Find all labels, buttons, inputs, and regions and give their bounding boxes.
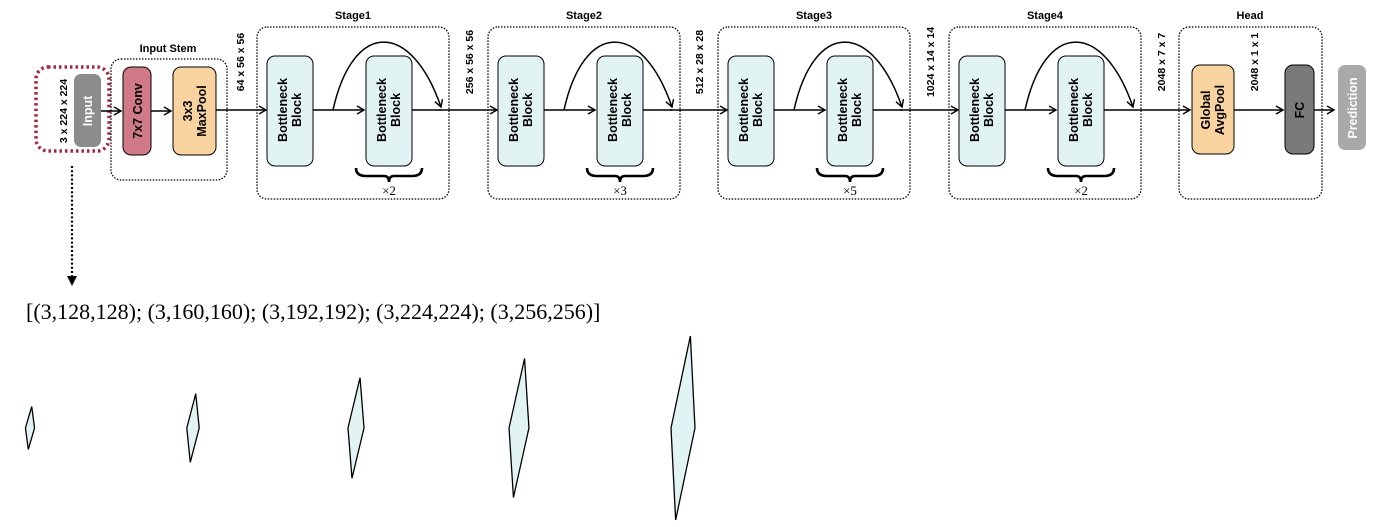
block-label-2: Block [620, 93, 634, 127]
repeat-count: ×2 [1074, 183, 1088, 198]
block-label-2: Block [1081, 93, 1095, 127]
bottleneck-block [266, 55, 314, 167]
stage-frame [256, 26, 450, 200]
resolution-diamonds [24, 335, 696, 521]
resolution-diamond-224 [508, 358, 530, 498]
block-label-1: Bottleneck [836, 78, 850, 142]
input-group: Input 3 x 224 x 224 [34, 65, 111, 153]
head: Head Global AvgPool 2048 x 1 x 1 FC Pred… [1178, 10, 1366, 200]
block-label-2: Block [521, 93, 535, 127]
bottleneck-block-repeated [596, 55, 644, 167]
head-mid-dims: 2048 x 1 x 1 [1249, 33, 1261, 92]
bottleneck-block-repeated [1057, 55, 1105, 167]
stage-out-dims: 2048 x 7 x 7 [1156, 33, 1168, 92]
stem-frame [110, 58, 228, 181]
repeat-brace [585, 167, 655, 183]
block-label-1: Bottleneck [968, 78, 982, 142]
block-label-2: Block [751, 93, 765, 127]
block-label-1: Bottleneck [737, 78, 751, 142]
dotted-arrow-head [67, 276, 77, 286]
block-label-2: Block [982, 93, 996, 127]
block-label-1: Bottleneck [606, 78, 620, 142]
conv-7x7-label: 7x7 Conv [131, 83, 145, 139]
skip-connection-arc [332, 41, 444, 111]
repeat-brace [1046, 167, 1116, 183]
prediction-block [1338, 65, 1366, 150]
stage-title: Stage1 [335, 10, 371, 22]
stage-title: Stage3 [796, 10, 832, 22]
maxpool-block [172, 66, 217, 156]
resolutions-list: [(3,128,128); (3,160,160); (3,192,192); … [26, 299, 600, 324]
skip-connection-arc [793, 41, 905, 111]
stage-frame [948, 26, 1142, 200]
bottleneck-block-repeated [365, 55, 413, 167]
stage-frame [717, 26, 911, 200]
block-label-1: Bottleneck [1067, 78, 1081, 142]
block-label-2: Block [389, 93, 403, 127]
skip-connection-arc [1024, 41, 1136, 111]
input-label: Input [81, 95, 95, 126]
stage-out-dims: 1024 x 14 x 14 [925, 27, 937, 97]
head-frame [1178, 26, 1323, 200]
repeat-count: ×2 [382, 183, 396, 198]
resolution-diamond-256 [670, 335, 696, 521]
avgpool-label-2: AvgPool [1213, 85, 1227, 135]
bottleneck-block-repeated [826, 55, 874, 167]
input-dims: 3 x 224 x 224 [58, 79, 70, 143]
stem-out-dims: 64 x 56 x 56 [235, 33, 247, 92]
block-label-2: Block [850, 93, 864, 127]
stage-out-dims: 512 x 28 x 28 [694, 30, 706, 94]
stage-title: Stage4 [1027, 10, 1064, 22]
stage-frame [487, 26, 681, 200]
bottleneck-block [497, 55, 545, 167]
stage-title: Stage2 [566, 10, 602, 22]
block-label-2: Block [290, 93, 304, 127]
input-stem: Input Stem 7x7 Conv 3x3 MaxPool 64 x 56 … [101, 33, 247, 181]
bottleneck-block [727, 55, 775, 167]
repeat-brace [815, 167, 885, 183]
skip-connection-arc [563, 41, 675, 111]
repeat-brace [354, 167, 424, 183]
block-label-1: Bottleneck [375, 78, 389, 142]
block-label-1: Bottleneck [507, 78, 521, 142]
avgpool-label-1: Global [1199, 91, 1213, 130]
stage-out-dims: 256 x 56 x 56 [464, 30, 476, 94]
input-block [74, 74, 101, 147]
input-highlight-box [34, 65, 111, 153]
stem-title: Input Stem [140, 43, 197, 55]
bottleneck-block [958, 55, 1006, 167]
maxpool-label-1: 3x3 [181, 101, 195, 122]
resolution-diamond-128 [24, 406, 36, 450]
fc-label: FC [1293, 102, 1307, 119]
repeat-count: ×3 [613, 183, 627, 198]
resolution-diamond-160 [186, 393, 200, 463]
block-label-1: Bottleneck [276, 78, 290, 142]
repeat-count: ×5 [843, 183, 857, 198]
maxpool-label-2: MaxPool [195, 85, 209, 136]
prediction-label: Prediction [1346, 77, 1360, 138]
head-title: Head [1237, 10, 1264, 22]
resolution-diamond-192 [347, 377, 365, 479]
